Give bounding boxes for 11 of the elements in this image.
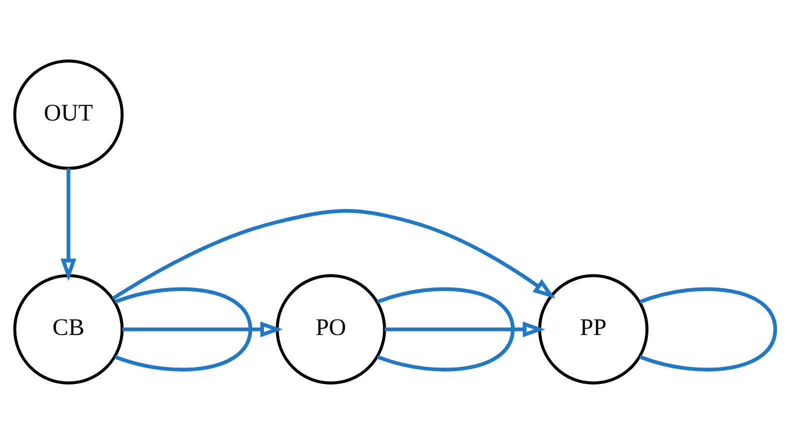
connector [376, 286, 515, 371]
arrow [112, 208, 556, 300]
arrow [384, 321, 546, 337]
connector [639, 286, 778, 371]
node-circle: CB [13, 274, 124, 384]
node-circle: OUT [13, 58, 124, 170]
connector [114, 286, 252, 371]
arrow [60, 168, 76, 281]
node-circle: PP [538, 274, 648, 384]
node-circle: PO [276, 274, 386, 384]
arrow [122, 321, 283, 337]
